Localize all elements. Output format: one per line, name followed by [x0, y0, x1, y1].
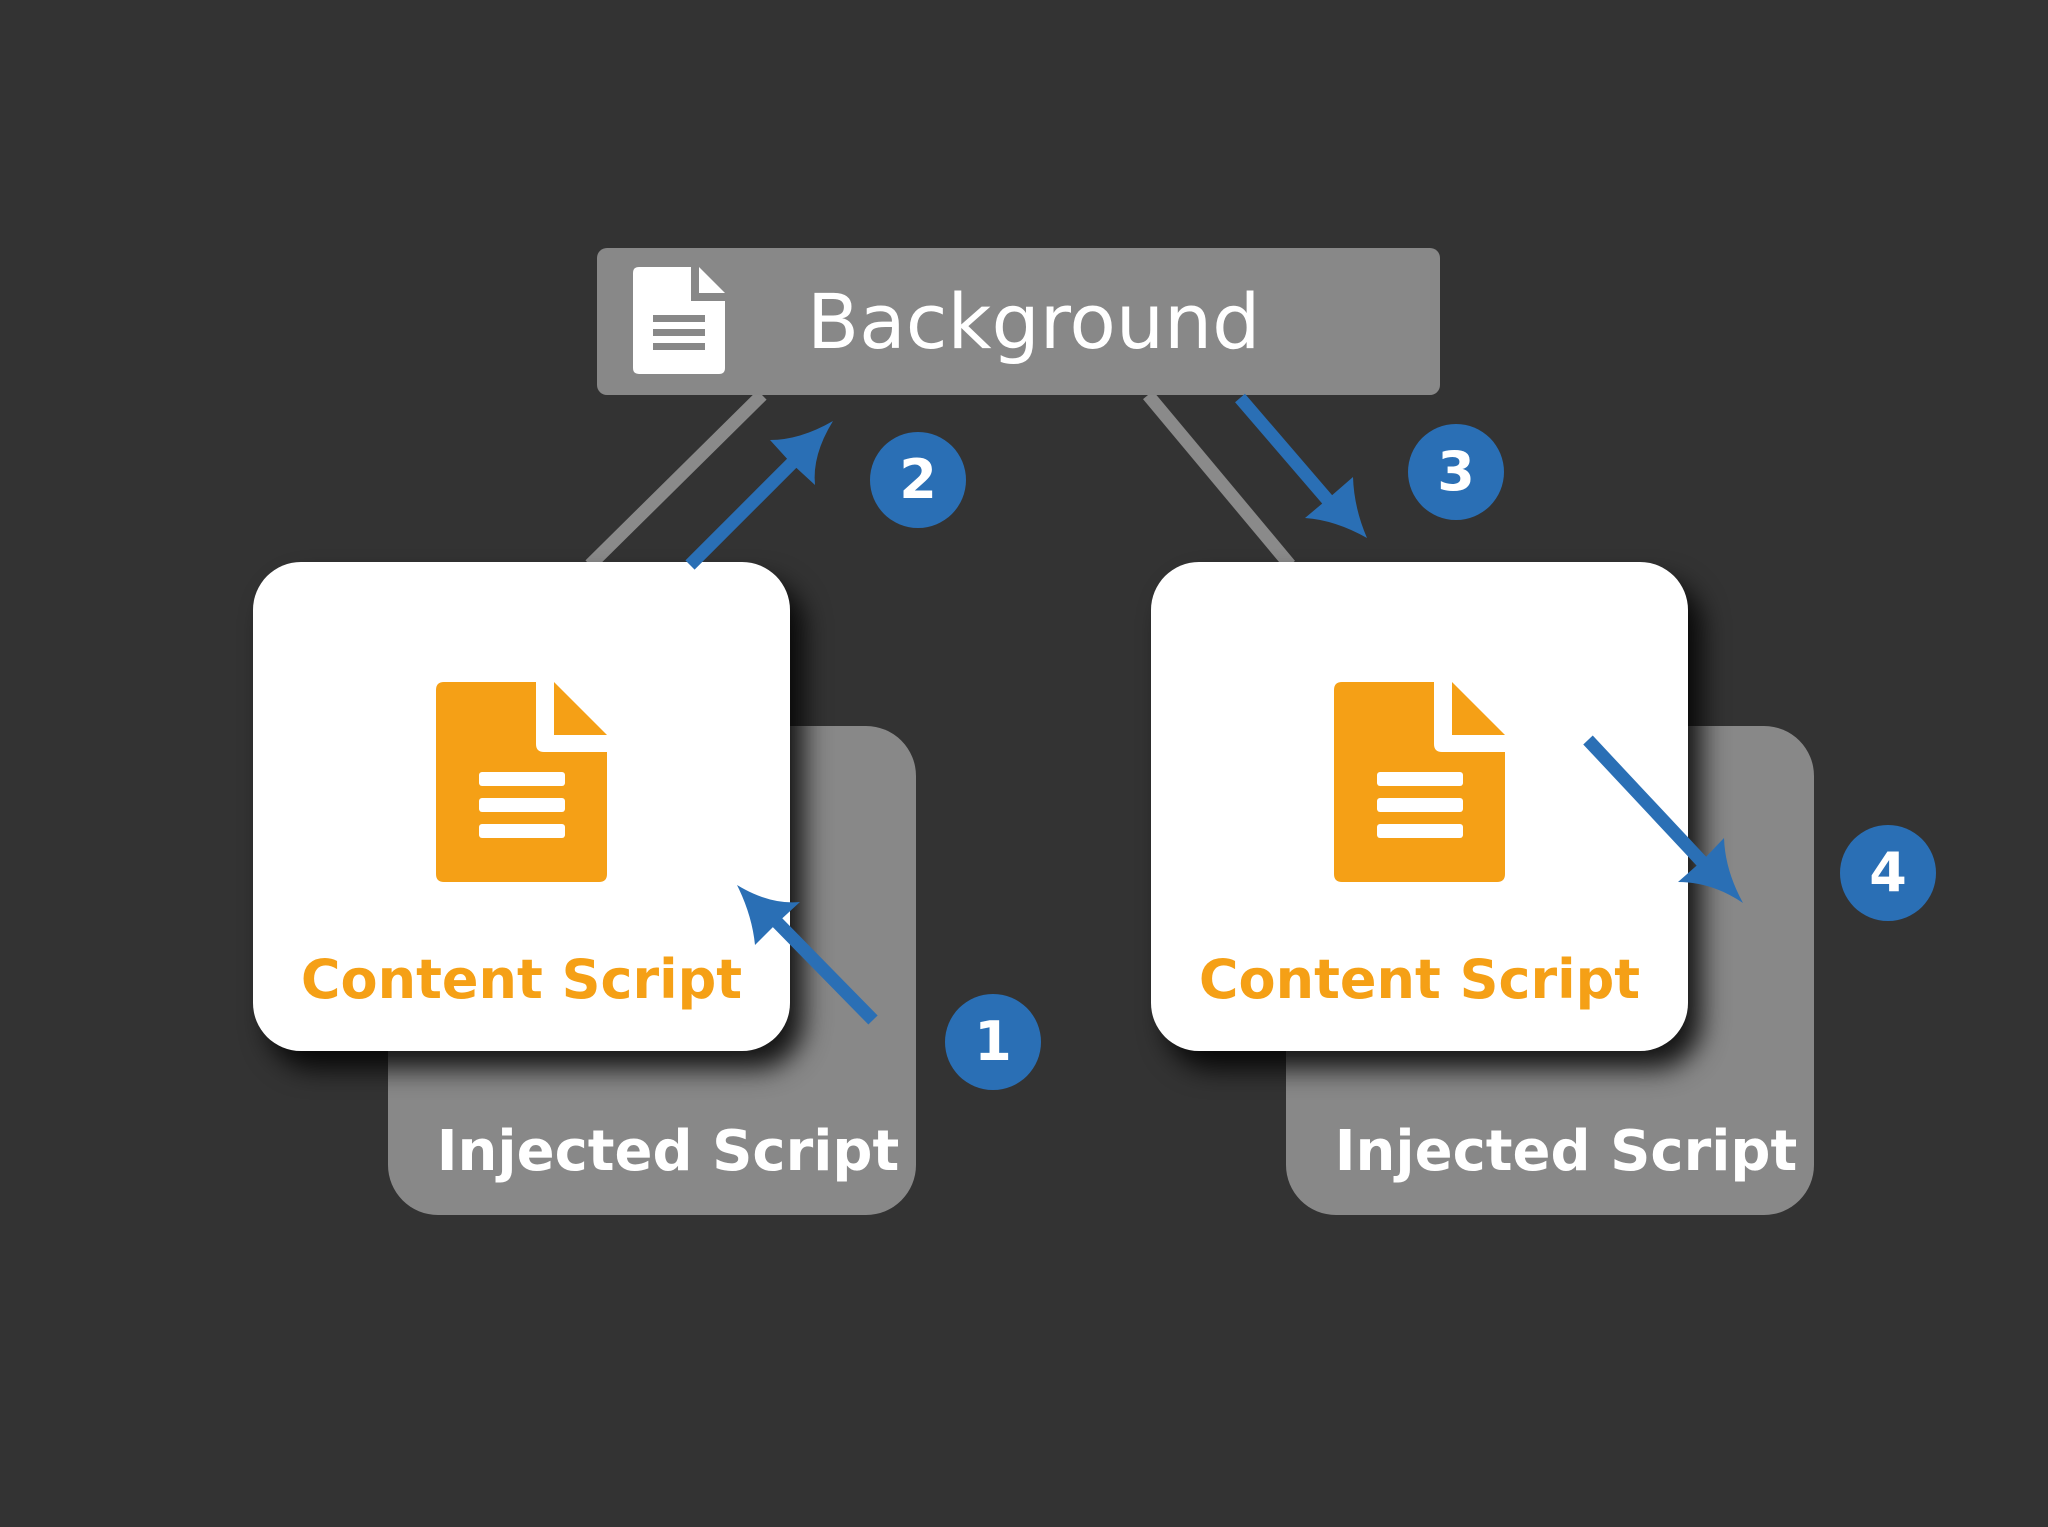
connector-right — [1143, 390, 1295, 570]
arrow-step-2 — [685, 421, 833, 570]
content-script-right: Content Script — [1151, 562, 1688, 1051]
content-script-label: Content Script — [1198, 948, 1641, 1011]
content-script-left: Content Script — [253, 562, 790, 1051]
injected-script-label: Injected Script — [1334, 1119, 1798, 1184]
content-script-label: Content Script — [300, 948, 743, 1011]
background-label: Background — [807, 277, 1261, 366]
background-node: Background — [597, 248, 1440, 395]
step-badge-2: 2 — [870, 432, 966, 528]
arrow-step-4 — [1583, 735, 1743, 903]
document-icon — [1334, 682, 1505, 882]
arrow-step-3 — [1235, 393, 1367, 538]
arrow-step-1 — [737, 885, 878, 1025]
injected-script-label: Injected Script — [436, 1119, 900, 1184]
connector-left — [585, 390, 767, 570]
step-badge-4: 4 — [1840, 825, 1936, 921]
step-badge-3: 3 — [1408, 424, 1504, 520]
document-icon — [436, 682, 607, 882]
step-badge-1: 1 — [945, 994, 1041, 1090]
document-icon — [633, 267, 725, 374]
